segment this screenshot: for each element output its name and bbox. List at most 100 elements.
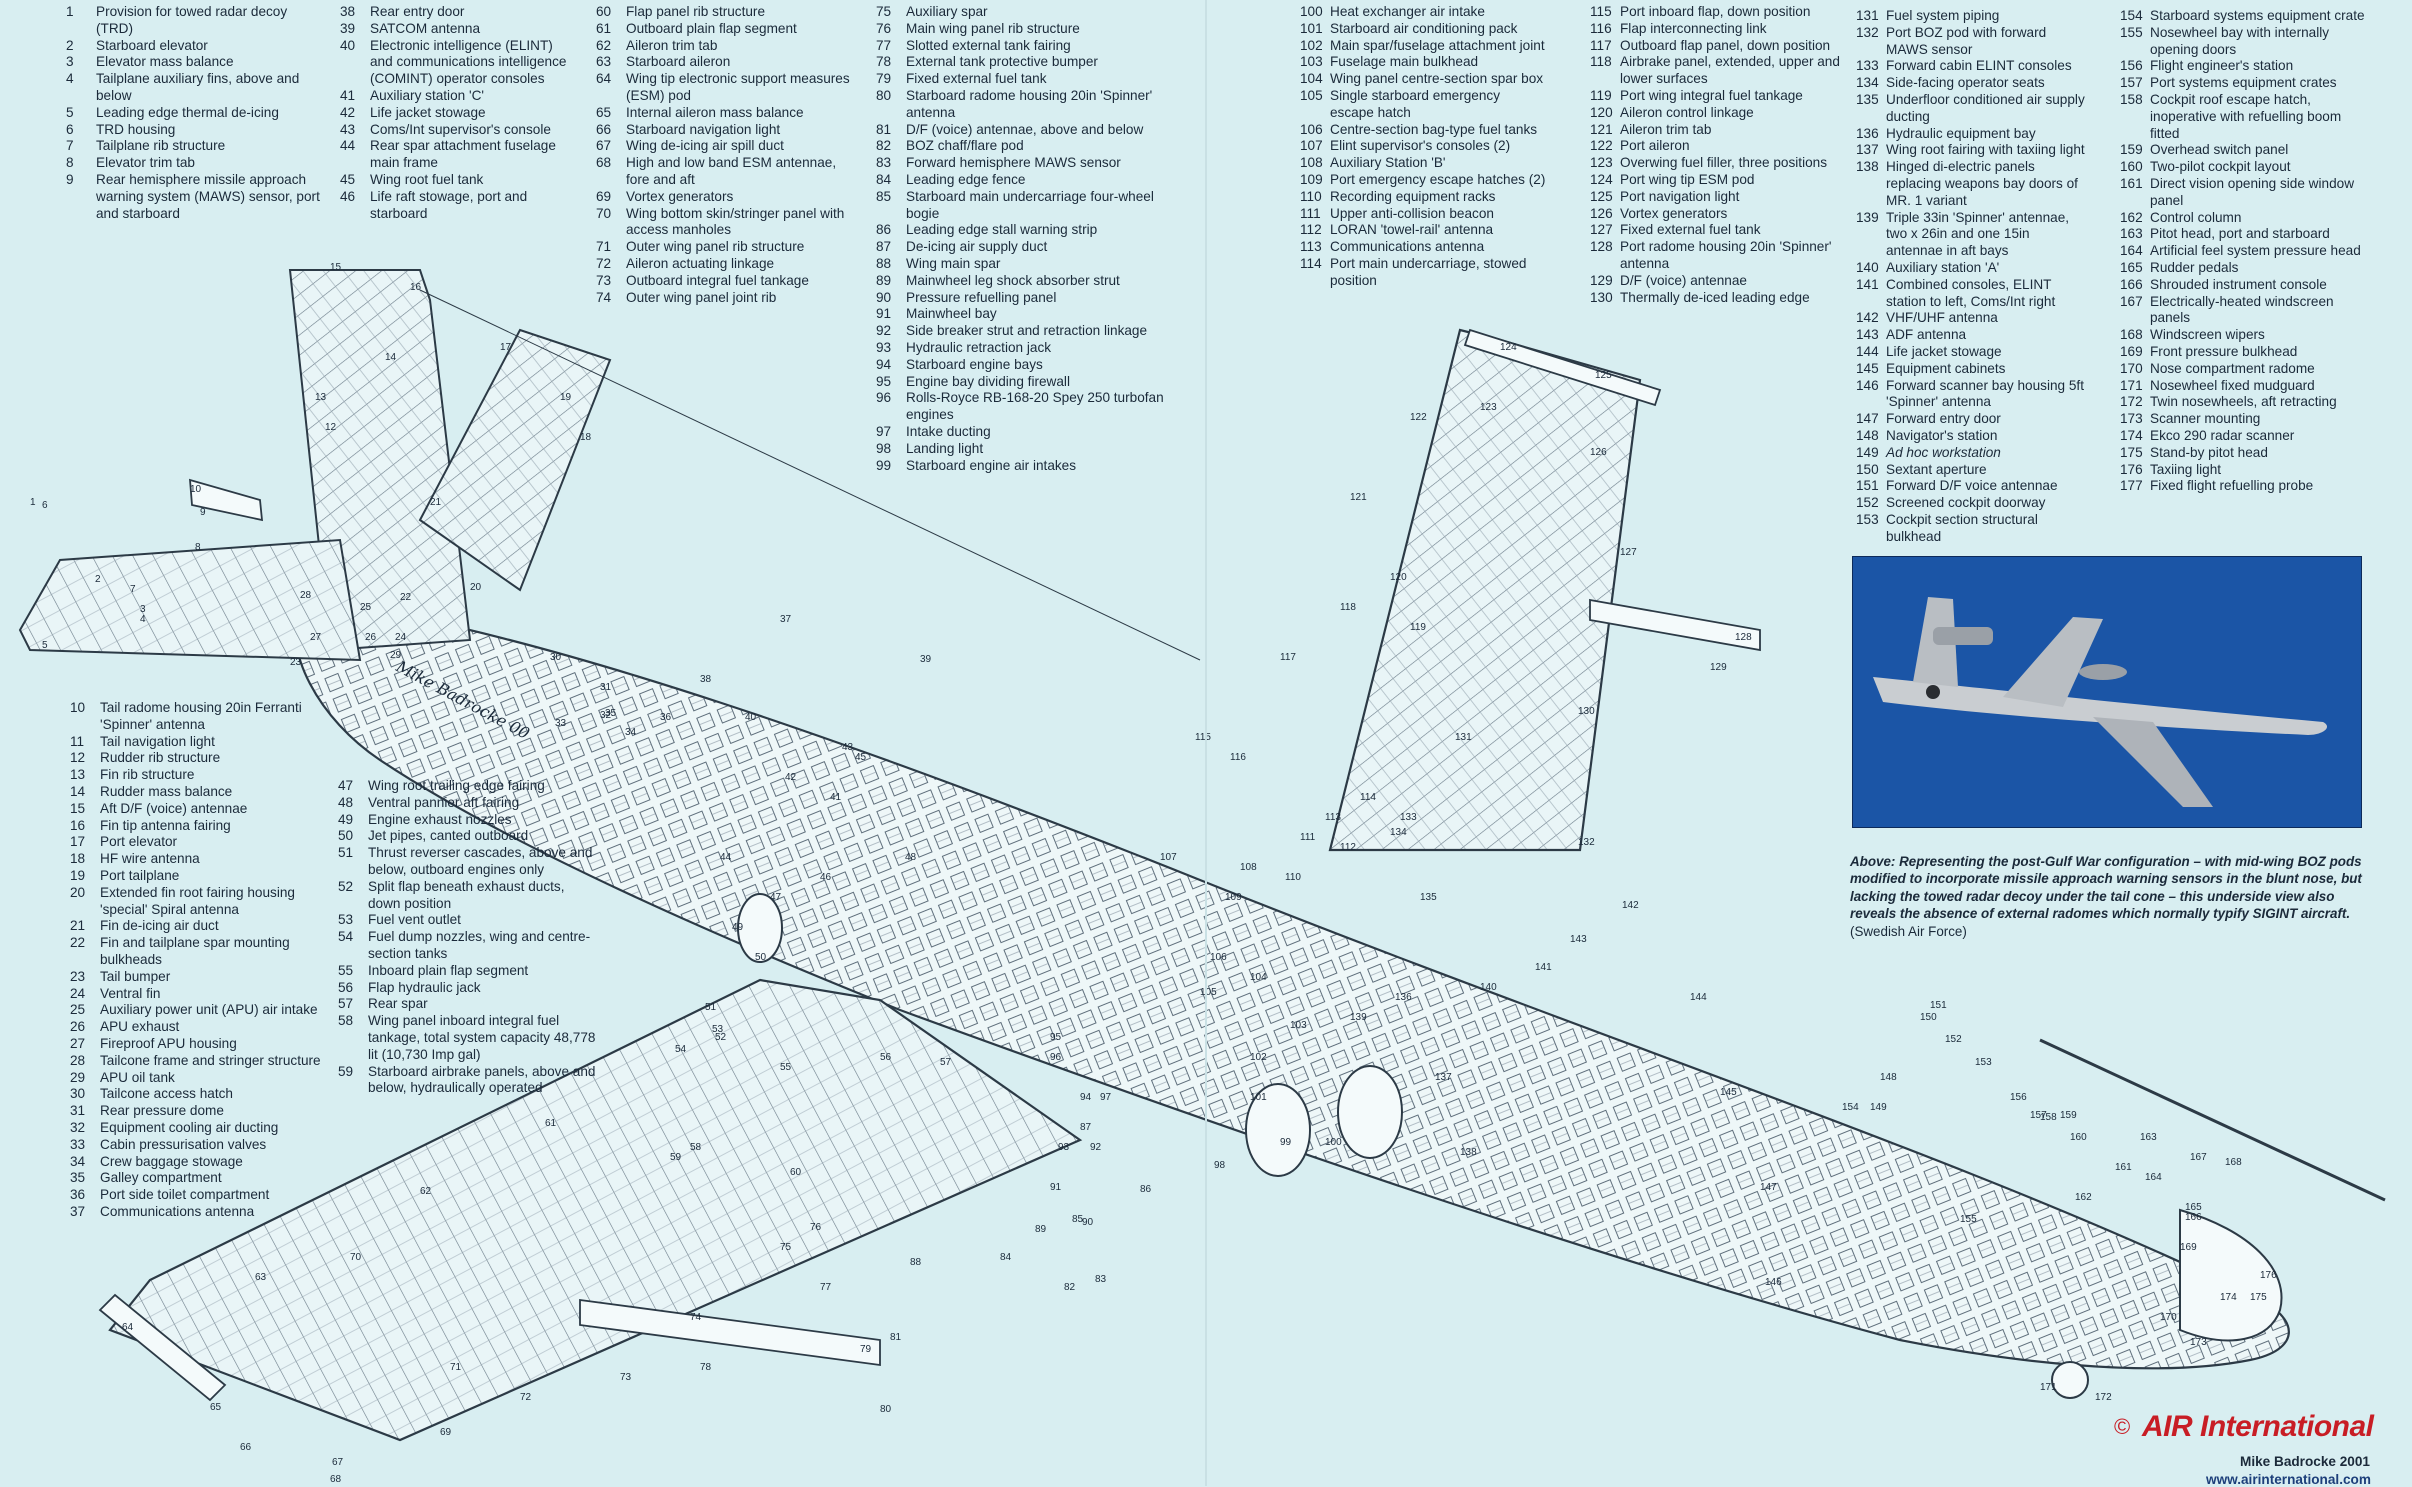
key-item-number: 133 (1856, 58, 1879, 74)
key-item-number: 143 (1856, 327, 1879, 343)
callout-number: 123 (1480, 402, 1497, 413)
key-item-label: Wing root fairing with taxiing light (1886, 142, 2085, 158)
key-item-number: 147 (1856, 411, 1879, 427)
key-item-label: Rear pressure dome (100, 1103, 224, 1119)
key-item-number: 35 (70, 1170, 86, 1186)
callout-number: 142 (1622, 900, 1639, 911)
key-item-label: Nosewheel fixed mudguard (2150, 377, 2315, 393)
callout-number: 71 (450, 1362, 462, 1373)
callout-number: 50 (755, 952, 767, 963)
callout-number: 16 (410, 282, 422, 293)
key-item-number: 80 (876, 87, 892, 103)
engine-intake-1 (1245, 1083, 1311, 1177)
callout-number: 77 (820, 1282, 832, 1293)
key-item-label: Elevator trim tab (96, 155, 195, 171)
key-item-label: Starboard elevator (96, 37, 208, 53)
callout-number: 8 (195, 542, 201, 553)
callout-number: 105 (1200, 987, 1217, 998)
key-item-number: 1 (66, 4, 74, 19)
callout-number: 40 (745, 712, 757, 723)
callout-number: 63 (255, 1272, 267, 1283)
key-item-number: 157 (2120, 75, 2143, 91)
callout-number: 23 (290, 657, 302, 668)
key-item-label: Starboard air conditioning pack (1330, 20, 1518, 36)
key-item-label: Windscreen wipers (2150, 327, 2265, 343)
key-item-number: 22 (70, 935, 86, 951)
key-item-number: 135 (1856, 91, 1879, 107)
key-item-label: Life raft stowage, port and starboard (370, 188, 528, 221)
callout-number: 72 (520, 1392, 532, 1403)
key-item-label: Wing de-icing air spill duct (626, 138, 784, 154)
key-item-number: 19 (70, 867, 86, 883)
callout-number: 57 (940, 1057, 952, 1068)
key-item-number: 25 (70, 1002, 86, 1018)
website-link[interactable]: www.airinternational.com (2206, 1472, 2371, 1487)
key-item-number: 174 (2120, 427, 2143, 443)
key-item-number: 18 (70, 851, 86, 867)
key-item-number: 161 (2120, 175, 2143, 191)
key-item-number: 13 (70, 767, 86, 783)
key-item-number: 111 (1300, 205, 1321, 221)
callout-number: 132 (1578, 837, 1595, 848)
key-item-label: Front pressure bulkhead (2150, 343, 2298, 359)
callout-number: 149 (1870, 1102, 1887, 1113)
key-item-label: Extended fin root fairing housing 'speci… (100, 884, 295, 917)
key-item-label: Twin nosewheels, aft retracting (2150, 394, 2337, 410)
key-item-number: 31 (70, 1103, 86, 1119)
artist-credit: Mike Badrocke 2001 (2240, 1454, 2370, 1469)
key-item-number: 107 (1300, 138, 1323, 154)
key-item-number: 15 (70, 800, 86, 816)
key-item-label: Aileron actuating linkage (626, 255, 775, 271)
refuelling-probe (2039, 1038, 2386, 1202)
key-item-label: Fixed external fuel tank (906, 71, 1047, 87)
key-item-label: Port elevator (100, 834, 178, 850)
key-item-label: Split flap beneath exhaust ducts, down p… (368, 878, 565, 911)
key-item-number: 99 (876, 457, 892, 473)
callout-number: 78 (700, 1362, 712, 1373)
key-item-label: Equipment cooling air ducting (100, 1119, 279, 1135)
key-item-number: 64 (596, 71, 612, 87)
key-item-label: Sextant aperture (1886, 461, 1987, 477)
key-item-number: 175 (2120, 444, 2143, 460)
key-item-label: Rear hemisphere missile approach warning… (96, 171, 320, 221)
esm-pod-port (1463, 328, 1662, 407)
key-item-label: LORAN 'towel-rail' antenna (1330, 222, 1494, 238)
key-item-number: 53 (338, 912, 354, 928)
callout-number: 99 (1280, 1137, 1292, 1148)
key-item-number: 55 (338, 962, 354, 978)
key-item-number: 118 (1590, 54, 1612, 70)
callout-number: 41 (830, 792, 842, 803)
key-item-label: Triple 33in 'Spinner' antennae, two x 26… (1886, 209, 2070, 259)
callout-number: 174 (2220, 1292, 2237, 1303)
key-item-number: 76 (876, 20, 892, 36)
key-item-label: Fireproof APU housing (100, 1035, 237, 1051)
key-item-number: 113 (1300, 239, 1322, 255)
key-item-label: Fuselage main bulkhead (1330, 54, 1479, 70)
key-item-label: Outboard integral fuel tankage (626, 272, 809, 288)
callout-number: 95 (1050, 1032, 1062, 1043)
external-tank-starboard (579, 1298, 881, 1367)
key-item-label: Starboard systems equipment crate (2150, 8, 2365, 23)
